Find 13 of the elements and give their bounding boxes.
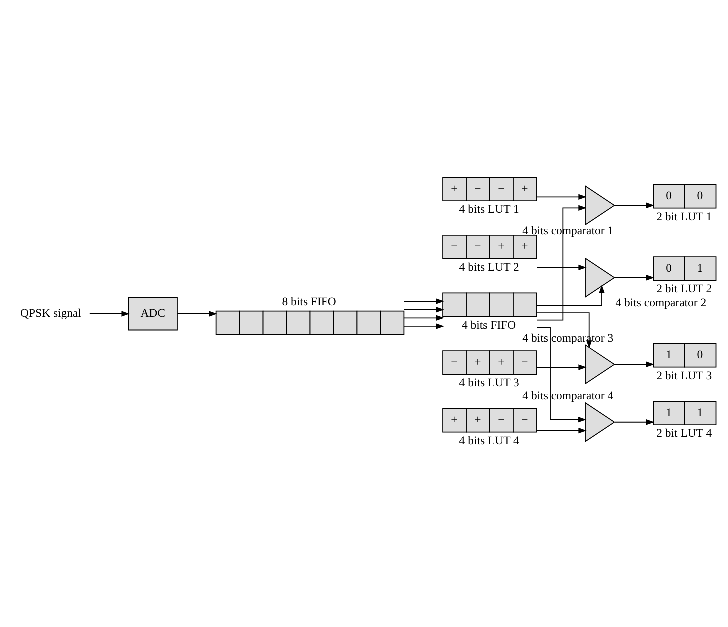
node-label: 2 bit LUT 2 bbox=[656, 282, 712, 296]
node-label: 4 bits LUT 1 bbox=[459, 202, 520, 216]
node-text: QPSK signal bbox=[20, 306, 82, 320]
node-label: 2 bit LUT 4 bbox=[656, 426, 712, 440]
node-label: 4 bits comparator 4 bbox=[522, 389, 614, 402]
node-label: 4 bits comparator 2 bbox=[616, 296, 707, 310]
node-label: 4 bits LUT 3 bbox=[459, 376, 520, 390]
node-label: 4 bits LUT 2 bbox=[459, 260, 520, 274]
node-label: 4 bits FIFO bbox=[462, 318, 516, 332]
node-label: 2 bit LUT 3 bbox=[656, 368, 712, 382]
node-label: 4 bits LUT 4 bbox=[459, 434, 520, 447]
node-label: 8 bits FIFO bbox=[282, 294, 336, 308]
node-label: 2 bit LUT 1 bbox=[656, 210, 712, 223]
